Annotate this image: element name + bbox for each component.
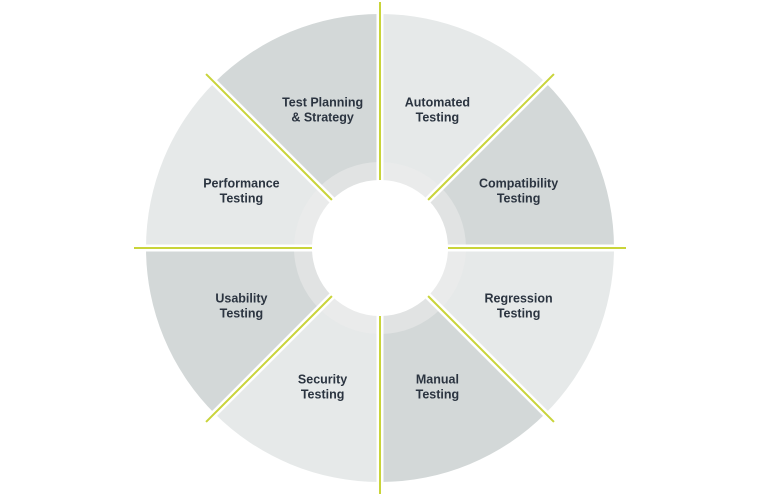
- segment-label: Test Planning& Strategy: [282, 95, 363, 124]
- divider-line: [420, 288, 555, 423]
- segment-label-line: Security: [298, 373, 347, 387]
- center-hub: [312, 180, 448, 316]
- segment-label-line: & Strategy: [291, 110, 354, 124]
- segment-label-line: Testing: [416, 110, 460, 124]
- segment-label-line: Testing: [497, 306, 541, 320]
- segment-label-line: Test Planning: [282, 95, 363, 109]
- segment-label-line: Usability: [215, 291, 267, 305]
- segment-label-line: Compatibility: [479, 177, 558, 191]
- divider-line: [205, 73, 340, 208]
- segment-label-line: Testing: [301, 388, 345, 402]
- dividers-layer: [134, 2, 626, 494]
- segment-label-line: Testing: [220, 192, 264, 206]
- wheel-segment: [421, 82, 614, 248]
- wheel-segment: [146, 248, 339, 414]
- wheel-segment: [380, 289, 546, 482]
- divider-line: [205, 288, 340, 423]
- segments-layer: [146, 14, 614, 482]
- wheel-segment: [380, 14, 546, 207]
- segment-label-line: Regression: [485, 291, 553, 305]
- wheel-segment: [214, 289, 380, 482]
- wheel-segment: [146, 82, 339, 248]
- segment-label-line: Testing: [497, 192, 541, 206]
- wheel-segment: [421, 248, 614, 414]
- segment-label-line: Performance: [203, 177, 279, 191]
- wheel-segment: [214, 14, 380, 207]
- segment-label-line: Manual: [416, 373, 459, 387]
- segment-label-line: Testing: [416, 388, 460, 402]
- divider-line: [420, 73, 555, 208]
- segment-label-line: Testing: [220, 306, 264, 320]
- segment-label-line: Automated: [405, 95, 470, 109]
